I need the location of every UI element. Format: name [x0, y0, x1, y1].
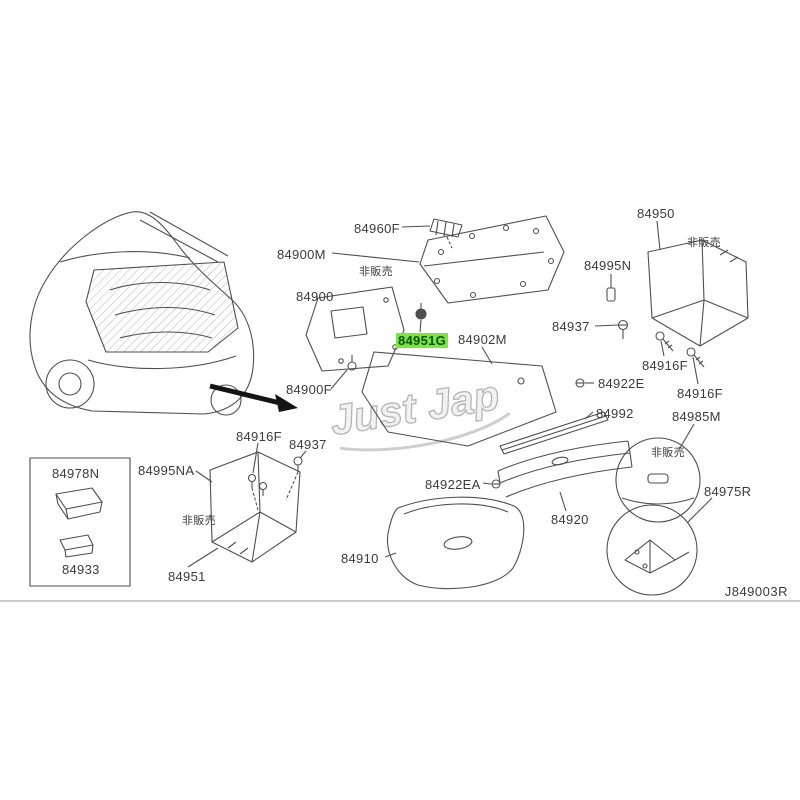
part-number-label: 84951 — [168, 569, 206, 584]
part-side-trim-84900 — [305, 286, 405, 372]
watermark-swoosh — [339, 412, 511, 452]
part-clip-84900f — [330, 355, 357, 390]
part-number-label: 84992 — [596, 406, 634, 421]
part-number-label: 84916F — [677, 386, 723, 401]
part-number-label: 84916F — [642, 358, 688, 373]
part-number-label: 84920 — [551, 512, 589, 527]
part-number-label: 84916F — [236, 429, 282, 444]
part-floor-trim-84902m — [361, 346, 557, 447]
part-number-label: 84937 — [552, 319, 590, 334]
part-side-trim-84951 — [187, 442, 307, 568]
part-sill-strip-84992 — [499, 411, 609, 455]
part-screw-84922ea — [482, 479, 501, 489]
watermark-graphic: Just Jap — [326, 370, 511, 452]
car-illustration — [29, 211, 255, 416]
part-clip-84995n — [606, 274, 616, 302]
part-screw-84922e — [575, 378, 594, 388]
part-trunk-lid-trim — [331, 215, 565, 304]
pointer-arrow — [209, 383, 298, 412]
part-number-label: 84900 — [296, 289, 334, 304]
part-number-label: 84933 — [62, 562, 100, 577]
diagram-code: J849003R — [724, 584, 788, 599]
part-number-label: 84902M — [458, 332, 507, 347]
part-number-label: 84985M — [672, 409, 721, 424]
not-for-sale-label: 非販売 — [687, 237, 721, 249]
part-bolt-84916f-upper — [655, 331, 674, 357]
not-for-sale-label: 非販売 — [359, 266, 393, 278]
not-for-sale-label: 非販売 — [651, 447, 685, 459]
part-number-label: 84922E — [598, 376, 645, 391]
part-tool-tray-84975r — [606, 497, 713, 596]
part-number-label: 84910 — [341, 551, 379, 566]
part-number-label: 84900F — [286, 382, 332, 397]
part-floor-mat-84910 — [384, 496, 525, 590]
part-number-label: 84978N — [52, 466, 100, 481]
inset-parts-box — [29, 457, 131, 587]
part-grommet-84951g — [415, 303, 427, 333]
parts-line-art — [29, 215, 749, 596]
part-number-label: 84995N — [584, 258, 632, 273]
part-number-label: 84922EA — [425, 477, 481, 492]
part-bolt-84916f-lower — [686, 347, 705, 385]
part-number-label: 84975R — [704, 484, 752, 499]
part-wheel-cover-84985m — [615, 423, 701, 523]
part-screw-84937-right — [594, 319, 629, 339]
part-bracket-84960f — [401, 218, 463, 249]
part-number-label: 84937 — [289, 437, 327, 452]
part-number-label: 84900M — [277, 247, 326, 262]
part-finisher-84920 — [497, 440, 633, 512]
part-label-highlighted: 84951G — [396, 333, 449, 348]
part-partition-trim-84950 — [647, 220, 749, 347]
not-for-sale-label: 非販売 — [182, 515, 216, 527]
part-number-label: 84960F — [354, 221, 400, 236]
part-number-label: 84995NA — [138, 463, 195, 478]
part-number-label: 84950 — [637, 206, 675, 221]
watermark-text: Just Jap — [327, 371, 503, 444]
